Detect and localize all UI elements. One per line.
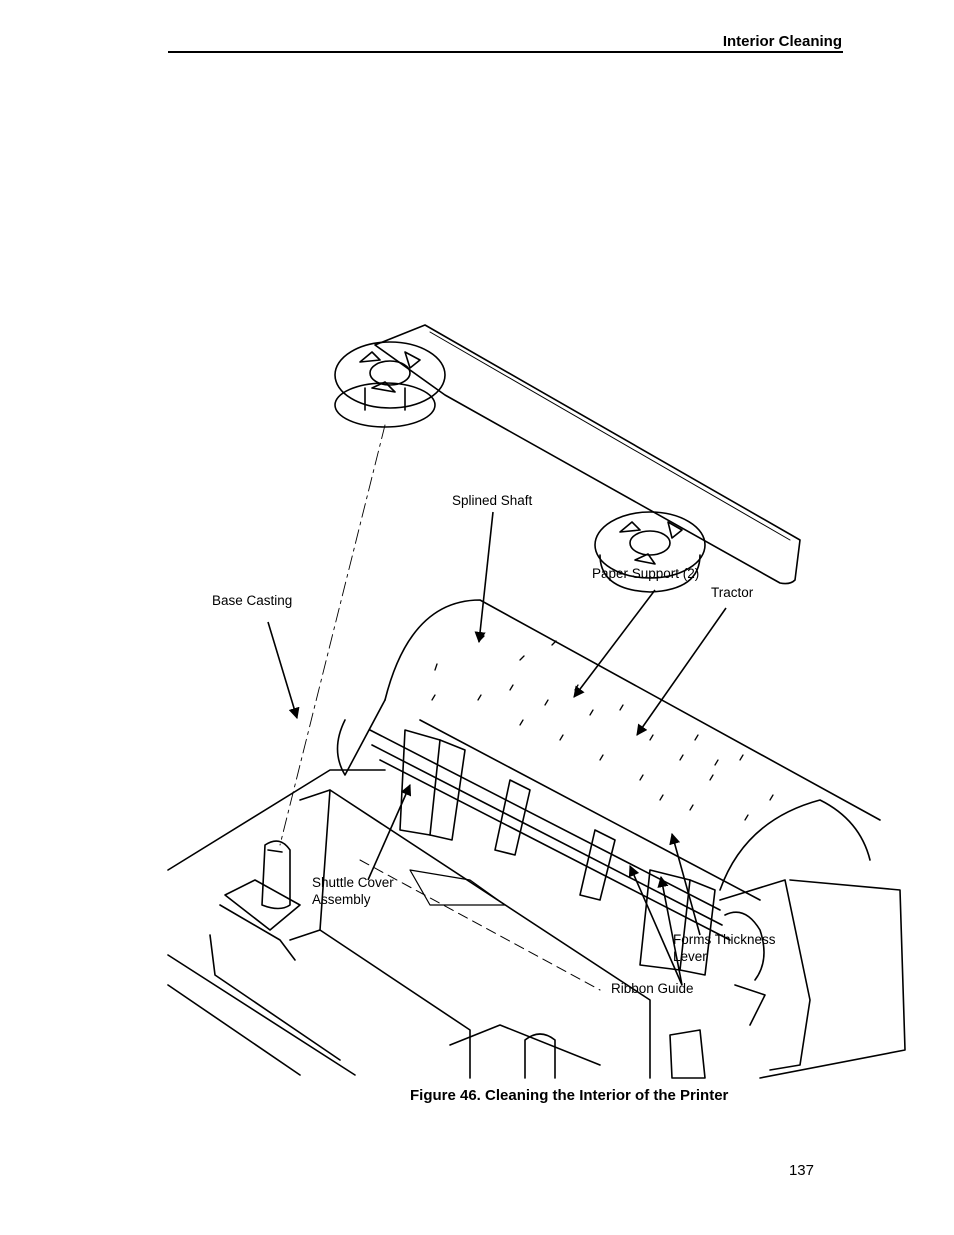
header-title: Interior Cleaning: [722, 33, 842, 50]
splined-shaft-rods: [369, 729, 731, 941]
callout-splined-shaft: Splined Shaft: [452, 493, 533, 508]
header-rule: [168, 51, 843, 53]
callout-forms-thickness-line2: Lever: [673, 949, 707, 964]
callout-paper-support: Paper Support (2): [592, 566, 700, 581]
callout-base-casting: Base Casting: [212, 593, 293, 608]
callout-shuttle-cover-line2: Assembly: [312, 892, 371, 907]
ribbon-hub-bottom: [449, 1024, 601, 1079]
callout-forms-thickness-line1: Forms Thickness: [673, 932, 776, 947]
ribbon-spool-bottom: [594, 511, 706, 593]
platen-drum: [384, 599, 881, 901]
ribbon-hub-left: [224, 840, 301, 931]
ribbon-spool-top: [334, 341, 446, 428]
figure-caption: Figure 46. Cleaning the Interior of the …: [300, 1087, 880, 1104]
tractor-right: [639, 869, 716, 976]
callout-tractor: Tractor: [711, 585, 754, 600]
base-casting: [167, 769, 386, 1076]
ribbon-hub-arm: [374, 324, 801, 585]
figure-caption-text: Figure 46. Cleaning the Interior of the …: [410, 1087, 729, 1104]
tractor-left: [399, 729, 466, 841]
callout-shuttle-cover-line1: Shuttle Cover: [312, 875, 394, 890]
shuttle-cover-assembly: [289, 789, 651, 1079]
callout-ribbon-guide: Ribbon Guide: [611, 981, 694, 996]
page-number: 137: [788, 1162, 814, 1179]
callout-leaders: [267, 511, 727, 986]
